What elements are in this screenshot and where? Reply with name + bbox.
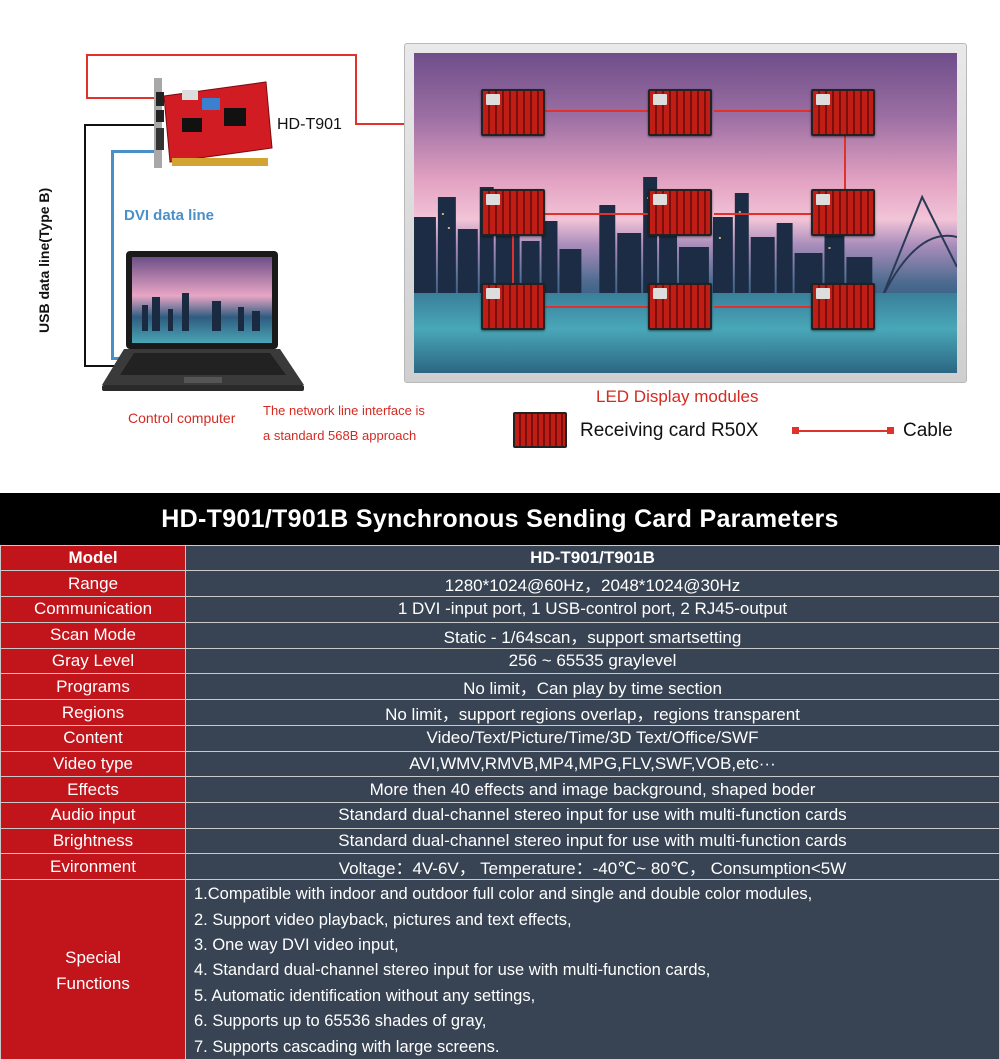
usb-cable-top (84, 124, 160, 126)
sending-card-label: HD-T901 (277, 116, 342, 133)
receiving-card-module (811, 89, 875, 136)
header-key-cell: Model (0, 545, 186, 571)
receiving-card-module (648, 89, 712, 136)
network-cable-to-display (355, 123, 425, 125)
module-link (714, 306, 814, 308)
param-value: No limit，Can play by time section (185, 673, 1000, 701)
param-key: Communication (0, 596, 186, 623)
special-functions-row: Special Functions 1.Compatible with indo… (0, 879, 1000, 1059)
led-display-frame (404, 43, 967, 383)
header-value-cell: HD-T901/T901B (185, 545, 1000, 571)
module-link (541, 306, 651, 308)
legend-cable-icon (792, 427, 894, 434)
usb-cable-vertical (84, 124, 86, 367)
module-link (541, 110, 651, 112)
dvi-line-label: DVI data line (124, 207, 215, 224)
param-key: Video type (0, 750, 186, 778)
special-function-item: 3. One way DVI video input, (194, 935, 399, 954)
receiving-card-module (481, 189, 545, 236)
param-value: Video/Text/Picture/Time/3D Text/Office/S… (185, 725, 1000, 752)
dvi-cable-vertical (111, 150, 114, 360)
receiving-card-module (648, 189, 712, 236)
receiving-card-module (811, 189, 875, 236)
param-key: Regions (0, 699, 186, 727)
parameters-section: HD-T901/T901B Synchronous Sending Card P… (0, 493, 1000, 1059)
receiving-card-module (481, 89, 545, 136)
param-value: Standard dual-channel stereo input for u… (185, 801, 1000, 829)
param-key: Scan Mode (0, 621, 186, 649)
dvi-cable-top (111, 150, 161, 153)
special-function-item: 1.Compatible with indoor and outdoor ful… (194, 885, 813, 904)
param-key: Gray Level (0, 647, 186, 675)
param-value: 256 ~ 65535 graylevel (185, 647, 1000, 675)
param-value: Voltage：4V-6V， Temperature：-40℃~ 80℃， Co… (185, 853, 1000, 881)
network-note-line1: The network line interface is (263, 403, 425, 418)
param-key: Evironment (0, 853, 186, 881)
param-value: Standard dual-channel stereo input for u… (185, 827, 1000, 855)
module-link (714, 213, 814, 215)
param-key: Programs (0, 673, 186, 701)
network-cable-stub (86, 97, 158, 99)
param-key: Audio input (0, 801, 186, 829)
param-value: No limit，support regions overlap，regions… (185, 699, 1000, 727)
legend-receiving-card-icon (513, 412, 567, 448)
param-value: More then 40 effects and image backgroun… (185, 776, 1000, 803)
city-skyline-image (414, 177, 957, 297)
module-link (844, 133, 846, 198)
param-value: 1 DVI -input port, 1 USB-control port, 2… (185, 596, 1000, 623)
led-display-screen (414, 53, 957, 373)
usb-cable-bottom (84, 365, 124, 367)
param-value: Static - 1/64scan，support smartsetting (185, 621, 1000, 649)
receiving-card-module (811, 283, 875, 330)
led-display-label: LED Display modules (596, 387, 759, 406)
special-function-item: 6. Supports up to 65536 shades of gray, (194, 1012, 487, 1031)
special-function-item: 4. Standard dual-channel stereo input fo… (194, 961, 711, 980)
special-function-item: 2. Support video playback, pictures and … (194, 910, 572, 929)
network-cable-left (86, 54, 88, 98)
module-link (512, 236, 514, 286)
legend-cable-label: Cable (903, 420, 953, 441)
param-key: Effects (0, 776, 186, 803)
parameters-title: HD-T901/T901B Synchronous Sending Card P… (161, 505, 839, 533)
network-cable-drop (355, 54, 357, 124)
table-header-row: Model HD-T901/T901B (0, 545, 1000, 571)
special-key-line2: Functions (56, 973, 130, 993)
module-link (541, 213, 651, 215)
module-link (714, 110, 814, 112)
special-functions-key: Special Functions (0, 879, 186, 1059)
legend-receiving-card-label: Receiving card R50X (580, 420, 759, 441)
connection-diagram: HD-T901 DVI data line USB data line(Type… (0, 0, 1000, 492)
special-function-item: 7. Supports cascading with large screens… (194, 1037, 500, 1056)
param-value: 1280*1024@60Hz，2048*1024@30Hz (185, 570, 1000, 597)
network-note-line2: a standard 568B approach (263, 428, 417, 443)
param-key: Content (0, 725, 186, 752)
laptop-image (102, 251, 304, 391)
control-computer-label: Control computer (128, 410, 236, 426)
param-key: Brightness (0, 827, 186, 855)
special-functions-list: 1.Compatible with indoor and outdoor ful… (185, 879, 1000, 1059)
special-function-item: 5. Automatic identification without any … (194, 986, 536, 1005)
param-key: Range (0, 570, 186, 597)
receiving-card-module (481, 283, 545, 330)
usb-line-label: USB data line(Type B) (36, 187, 52, 333)
network-cable-top (86, 54, 357, 56)
sending-card-image (154, 78, 273, 168)
param-value: AVI,WMV,RMVB,MP4,MPG,FLV,SWF,VOB,etc··· (185, 750, 1000, 778)
receiving-card-module (648, 283, 712, 330)
special-key-line1: Special (65, 947, 121, 967)
